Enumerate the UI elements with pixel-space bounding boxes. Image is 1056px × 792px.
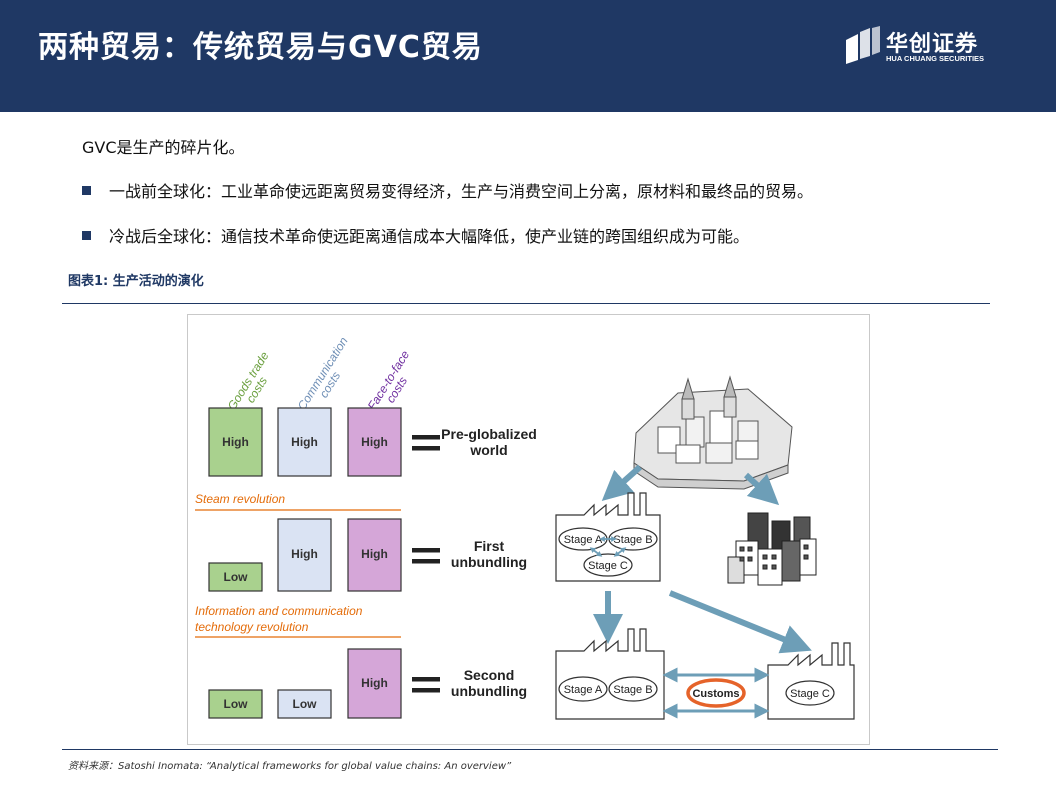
figure-caption: 生产活动的演化 — [112, 274, 204, 289]
company-logo: 华创证券 HUA CHUANG SECURITIES — [842, 26, 1002, 68]
equals-sign — [412, 435, 440, 440]
cost-value: High — [222, 435, 249, 449]
stage-result-label: world — [469, 442, 507, 458]
stage-a-label: Stage A — [564, 534, 603, 546]
factory-icon — [555, 628, 665, 720]
stage-c-node — [583, 553, 633, 577]
column-header-communication: Communicationcosts — [295, 334, 361, 419]
figure-number: 图表1: — [68, 274, 109, 289]
cost-value: Low — [293, 697, 318, 711]
cost-box-face-to-face — [347, 648, 402, 719]
bullet-square-icon — [82, 186, 91, 195]
cost-value: High — [291, 547, 318, 561]
cost-box-communication — [277, 407, 332, 477]
stage-result-label: unbundling — [451, 554, 527, 570]
stage-result-label: Pre-globalized — [441, 426, 537, 442]
revolution-label: Information and communication — [195, 604, 363, 618]
divider — [62, 749, 998, 750]
revolution-label: Steam revolution — [195, 492, 285, 506]
walled-town-icon — [633, 375, 793, 490]
stage-c-node — [785, 680, 835, 706]
source-note: 资料来源：Satoshi Inomata: “Analytical framew… — [68, 761, 512, 772]
page-title: 两种贸易：传统贸易与GVC贸易 — [38, 30, 483, 65]
cost-value: High — [361, 547, 388, 561]
logo-chinese-text: 华创证券 — [886, 32, 979, 57]
flow-arrow — [743, 472, 780, 506]
header-bar: 两种贸易：传统贸易与GVC贸易 华创证券 HUA CHUANG SECURITI… — [0, 0, 1056, 112]
stage-result-label: Second — [464, 667, 515, 683]
bullet-text: 冷战后全球化：通信技术革命使远距离通信成本大幅降低，使产业链的跨国组织成为可能。 — [109, 227, 750, 246]
cost-value: High — [361, 676, 388, 690]
customs-label: Customs — [692, 688, 739, 700]
equals-sign — [412, 677, 440, 682]
bullet-text: 一战前全球化：工业革命使远距离贸易变得经济，生产与消费空间上分离，原材料和最终品… — [109, 182, 814, 201]
bullet-item: 一战前全球化：工业革命使远距离贸易变得经济，生产与消费空间上分离，原材料和最终品… — [82, 178, 813, 202]
flow-arrow — [668, 590, 812, 654]
cost-box-face-to-face — [347, 518, 402, 592]
cost-box-goods — [208, 562, 263, 592]
stage-result-label: unbundling — [451, 683, 527, 699]
figure-label: 图表1: 生产活动的演化 — [68, 270, 204, 289]
city-buildings-icon — [727, 512, 817, 586]
divider — [62, 303, 990, 304]
equals-sign — [412, 446, 440, 451]
flow-arrow — [589, 547, 603, 557]
cost-box-goods — [208, 689, 263, 719]
customs-badge — [686, 678, 746, 708]
flow-arrow — [601, 464, 642, 501]
revolution-label: technology revolution — [195, 620, 309, 634]
cost-value: High — [361, 435, 388, 449]
stage-a-label: Stage A — [564, 684, 603, 696]
stage-a-node — [558, 676, 608, 702]
cost-value: Low — [224, 697, 249, 711]
cost-box-face-to-face — [347, 407, 402, 477]
production-evolution-diagram: Goods tradecosts Communicationcosts Face… — [195, 334, 855, 720]
equals-sign — [412, 548, 440, 553]
stage-b-label: Stage B — [613, 534, 652, 546]
stage-c-label: Stage C — [790, 688, 830, 700]
logo-mark-icon — [846, 26, 880, 64]
stage-result-label: First — [474, 538, 505, 554]
stage-b-label: Stage B — [613, 684, 652, 696]
cost-box-communication — [277, 518, 332, 592]
bullet-square-icon — [82, 231, 91, 240]
equals-sign — [412, 688, 440, 693]
figure-panel: Goods tradecosts Communicationcosts Face… — [187, 314, 870, 745]
bullet-item: 冷战后全球化：通信技术革命使远距离通信成本大幅降低，使产业链的跨国组织成为可能。 — [82, 223, 749, 247]
intro-text: GVC是生产的碎片化。 — [82, 138, 245, 157]
cost-value: Low — [224, 570, 249, 584]
flow-arrow — [613, 547, 627, 557]
stage-c-label: Stage C — [588, 560, 628, 572]
cost-box-communication — [277, 689, 332, 719]
cost-box-goods — [208, 407, 263, 477]
equals-sign — [412, 559, 440, 564]
stage-b-node — [608, 676, 658, 702]
logo-english-text: HUA CHUANG SECURITIES — [886, 54, 985, 63]
cost-value: High — [291, 435, 318, 449]
